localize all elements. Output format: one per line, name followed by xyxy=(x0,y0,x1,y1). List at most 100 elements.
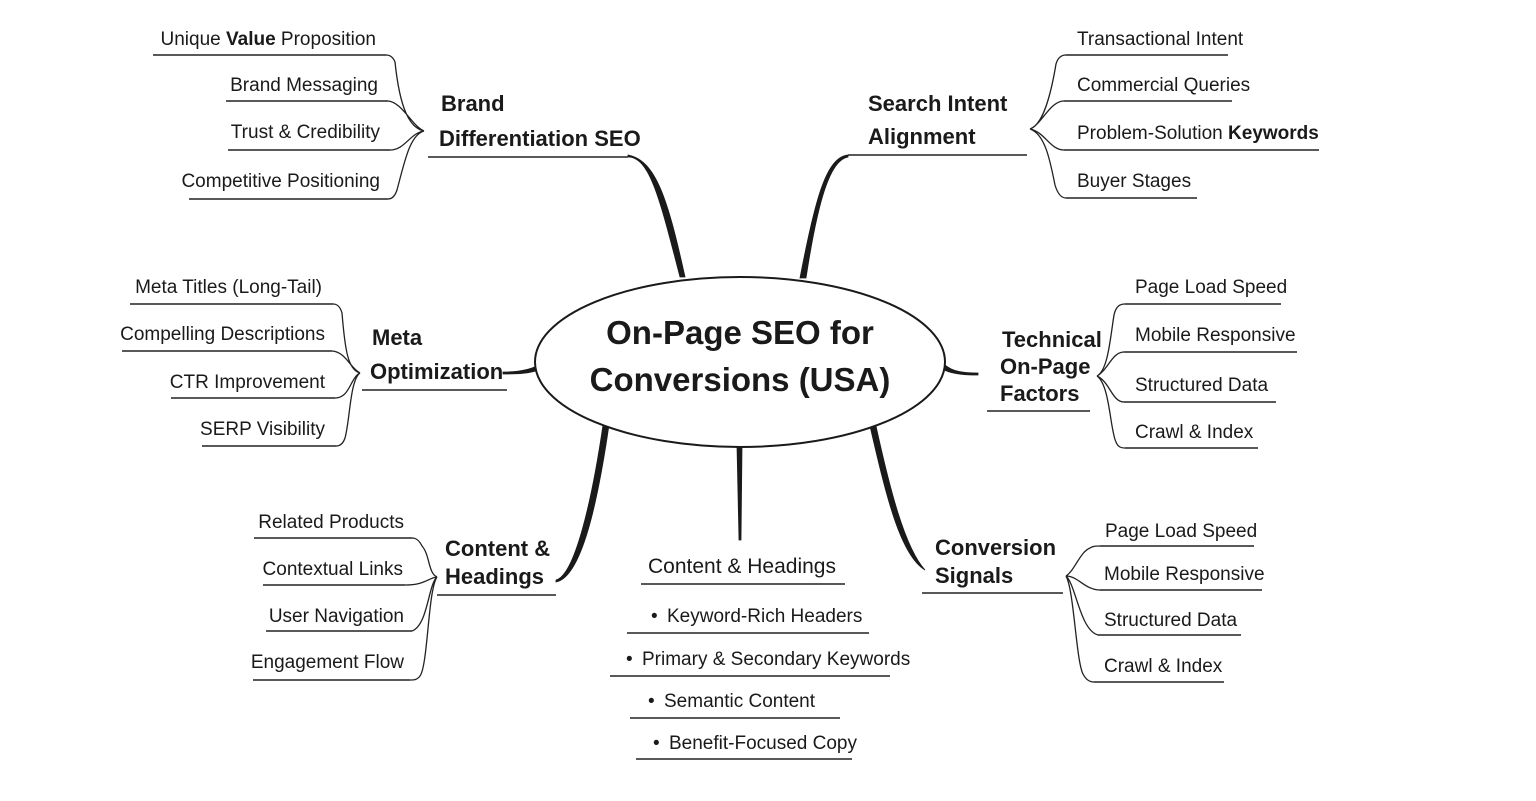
brand-item-3[interactable]: Competitive Positioning xyxy=(181,171,388,200)
hub-meta[interactable]: Meta Optimization xyxy=(362,325,507,391)
hub-meta-title-line2: Optimization xyxy=(370,359,503,384)
content-left-item-2[interactable]: User Navigation xyxy=(266,606,412,632)
content-left-item-0[interactable]: Related Products xyxy=(254,512,412,539)
technical-item-1[interactable]: Mobile Responsive xyxy=(1124,325,1297,353)
content-bottom-item-2[interactable]: • Semantic Content xyxy=(630,691,840,719)
content-bottom-item-0-label: Keyword-Rich Headers xyxy=(667,606,862,627)
hub-content-left-title-line2: Headings xyxy=(445,564,544,589)
conversion-item-0-label: Page Load Speed xyxy=(1105,521,1257,542)
meta-item-3-label: SERP Visibility xyxy=(200,419,325,440)
technical-item-2-label: Structured Data xyxy=(1135,375,1268,396)
hub-content-left-title-line1: Content & xyxy=(445,536,550,561)
hub-search-title-line1: Search Intent xyxy=(868,91,1008,116)
search-item-0-label: Transactional Intent xyxy=(1077,29,1244,50)
branch-conversion: Conversion Signals Page Load Speed Mobil… xyxy=(922,521,1265,683)
conversion-item-2[interactable]: Structured Data xyxy=(1098,610,1241,636)
conversion-item-1-label: Mobile Responsive xyxy=(1104,564,1265,585)
meta-item-2[interactable]: CTR Improvement xyxy=(170,372,335,399)
content-left-item-1-label: Contextual Links xyxy=(263,559,403,580)
hub-technical-title-line1: Technical xyxy=(1002,327,1102,352)
search-item-2-label: Problem-Solution Keywords xyxy=(1077,123,1319,144)
spoke-brand xyxy=(627,154,686,278)
technical-item-3-label: Crawl & Index xyxy=(1135,422,1254,443)
conversion-item-3[interactable]: Crawl & Index xyxy=(1094,656,1224,683)
branch-brand: Brand Differentiation SEO Unique Value P… xyxy=(153,29,641,200)
center-node[interactable]: On-Page SEO for Conversions (USA) xyxy=(534,276,946,448)
brand-item-1-label: Brand Messaging xyxy=(230,75,378,96)
spoke-content-left xyxy=(555,424,610,583)
hub-brand-title-line1: Brand xyxy=(441,91,505,116)
search-item-3[interactable]: Buyer Stages xyxy=(1066,171,1197,199)
conversion-item-3-label: Crawl & Index xyxy=(1104,656,1223,677)
technical-item-3[interactable]: Crawl & Index xyxy=(1125,422,1258,449)
content-left-item-0-label: Related Products xyxy=(258,512,404,533)
center-ellipse xyxy=(534,276,946,448)
content-left-connectors xyxy=(404,537,438,681)
spoke-technical xyxy=(942,363,979,376)
hub-meta-title-line1: Meta xyxy=(372,325,423,350)
hub-conversion[interactable]: Conversion Signals xyxy=(922,535,1063,594)
hub-content-left[interactable]: Content & Headings xyxy=(437,536,556,596)
brand-item-2[interactable]: Trust & Credibility xyxy=(228,122,390,151)
content-left-item-1[interactable]: Contextual Links xyxy=(263,559,405,586)
content-bottom-item-3-label: Benefit-Focused Copy xyxy=(669,733,857,754)
meta-connectors xyxy=(331,303,361,447)
brand-item-0[interactable]: Unique Value Proposition xyxy=(153,29,386,56)
search-item-3-label: Buyer Stages xyxy=(1077,171,1191,192)
conversion-item-0[interactable]: Page Load Speed xyxy=(1100,521,1257,547)
hub-brand[interactable]: Brand Differentiation SEO xyxy=(428,91,641,158)
content-bottom-item-1[interactable]: • Primary & Secondary Keywords xyxy=(610,649,910,677)
brand-item-1[interactable]: Brand Messaging xyxy=(226,75,388,102)
content-bottom-bullet-0: • xyxy=(651,606,658,627)
technical-item-0-label: Page Load Speed xyxy=(1135,277,1287,298)
content-bottom-item-0[interactable]: • Keyword-Rich Headers xyxy=(627,606,869,634)
brand-connectors xyxy=(385,54,425,200)
brand-item-2-label: Trust & Credibility xyxy=(231,122,381,143)
hub-technical[interactable]: Technical On-Page Factors xyxy=(987,327,1102,412)
branch-technical: Technical On-Page Factors Page Load Spee… xyxy=(987,277,1297,449)
meta-item-0-label: Meta Titles (Long-Tail) xyxy=(135,277,322,298)
search-item-1[interactable]: Commercial Queries xyxy=(1064,75,1250,102)
hub-search[interactable]: Search Intent Alignment xyxy=(848,91,1027,156)
content-bottom-item-2-label: Semantic Content xyxy=(664,691,816,712)
hub-technical-title-line3: Factors xyxy=(1000,381,1079,406)
spoke-content-bottom xyxy=(736,445,743,541)
branch-content-bottom: Content & Headings • Keyword-Rich Header… xyxy=(610,555,910,760)
meta-item-2-label: CTR Improvement xyxy=(170,372,326,393)
hub-conversion-title-line1: Conversion xyxy=(935,535,1056,560)
technical-connectors xyxy=(1096,303,1126,449)
hub-search-title-line2: Alignment xyxy=(868,124,976,149)
search-item-1-label: Commercial Queries xyxy=(1077,75,1250,96)
conversion-item-1[interactable]: Mobile Responsive xyxy=(1100,564,1265,591)
brand-item-3-label: Competitive Positioning xyxy=(181,171,380,192)
hub-content-bottom[interactable]: Content & Headings xyxy=(641,555,845,585)
center-title-line1: On-Page SEO for xyxy=(606,314,874,351)
content-bottom-bullet-1: • xyxy=(626,649,633,670)
meta-item-1-label: Compelling Descriptions xyxy=(120,324,325,345)
technical-item-2[interactable]: Structured Data xyxy=(1124,375,1276,403)
branch-meta: Meta Optimization Meta Titles (Long-Tail… xyxy=(120,277,507,447)
content-left-item-3[interactable]: Engagement Flow xyxy=(251,652,410,681)
search-item-0[interactable]: Transactional Intent xyxy=(1066,29,1244,56)
content-bottom-item-1-label: Primary & Secondary Keywords xyxy=(642,649,910,670)
content-left-item-2-label: User Navigation xyxy=(269,606,404,627)
hub-technical-title-line2: On-Page xyxy=(1000,354,1090,379)
conversion-item-2-label: Structured Data xyxy=(1104,610,1237,631)
brand-item-0-label: Unique Value Proposition xyxy=(161,29,377,50)
technical-item-0[interactable]: Page Load Speed xyxy=(1125,277,1287,305)
center-title-line2: Conversions (USA) xyxy=(590,361,891,398)
content-bottom-bullet-2: • xyxy=(648,691,655,712)
content-bottom-item-3[interactable]: • Benefit-Focused Copy xyxy=(636,733,857,760)
spoke-search xyxy=(799,154,849,279)
meta-item-3[interactable]: SERP Visibility xyxy=(200,419,336,447)
content-left-item-3-label: Engagement Flow xyxy=(251,652,404,673)
hub-brand-title-line2: Differentiation SEO xyxy=(439,126,641,151)
technical-item-1-label: Mobile Responsive xyxy=(1135,325,1296,346)
meta-item-1[interactable]: Compelling Descriptions xyxy=(120,324,332,352)
conversion-connectors xyxy=(1065,545,1101,683)
branch-content-left: Content & Headings Related Products Cont… xyxy=(251,512,556,681)
meta-item-0[interactable]: Meta Titles (Long-Tail) xyxy=(130,277,333,305)
search-item-2[interactable]: Problem-Solution Keywords xyxy=(1064,123,1319,151)
search-connectors xyxy=(1029,54,1067,199)
